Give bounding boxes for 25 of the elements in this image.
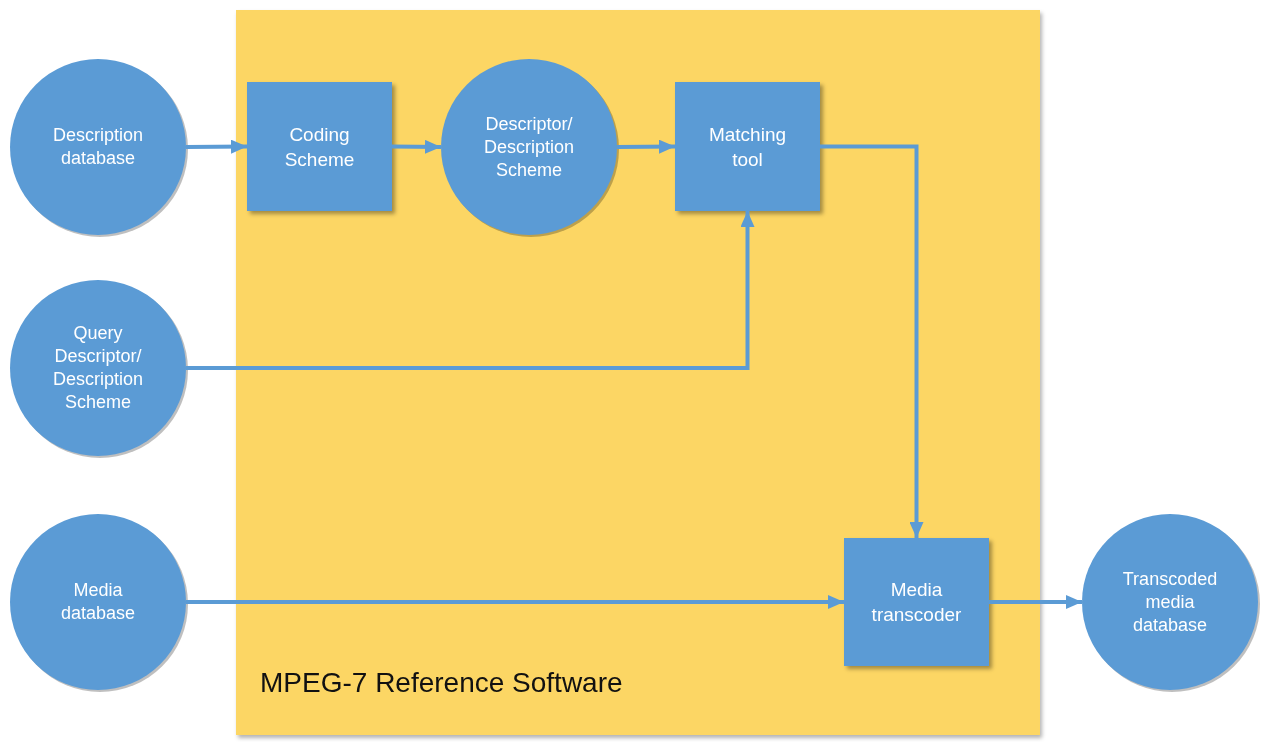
arrow xyxy=(391,139,442,154)
node-label: Media transcoder xyxy=(870,578,963,627)
node-label: Description database xyxy=(51,124,144,170)
arrow xyxy=(186,211,755,370)
node-label: Matching tool xyxy=(707,122,788,172)
arrow xyxy=(186,595,844,609)
node-label: Descriptor/ Description Scheme xyxy=(482,112,575,182)
process-box xyxy=(675,82,820,211)
node-label: Query Descriptor/ Description Scheme xyxy=(51,322,144,414)
arrow xyxy=(186,139,247,154)
arrow xyxy=(820,144,924,538)
software-panel xyxy=(236,10,1040,735)
data-circle xyxy=(10,59,186,235)
panel-title: MPEG-7 Reference Software xyxy=(260,667,623,699)
data-circle xyxy=(441,59,617,235)
node-label: Transcoded media database xyxy=(1121,567,1219,637)
process-box xyxy=(247,82,392,211)
arrow xyxy=(989,595,1082,609)
process-box xyxy=(844,538,989,666)
data-circle xyxy=(1082,514,1258,690)
node-label: Coding Scheme xyxy=(283,122,356,172)
node-label: Media database xyxy=(59,579,137,625)
data-circle xyxy=(10,514,186,690)
arrow xyxy=(617,139,676,154)
data-circle xyxy=(10,280,186,456)
